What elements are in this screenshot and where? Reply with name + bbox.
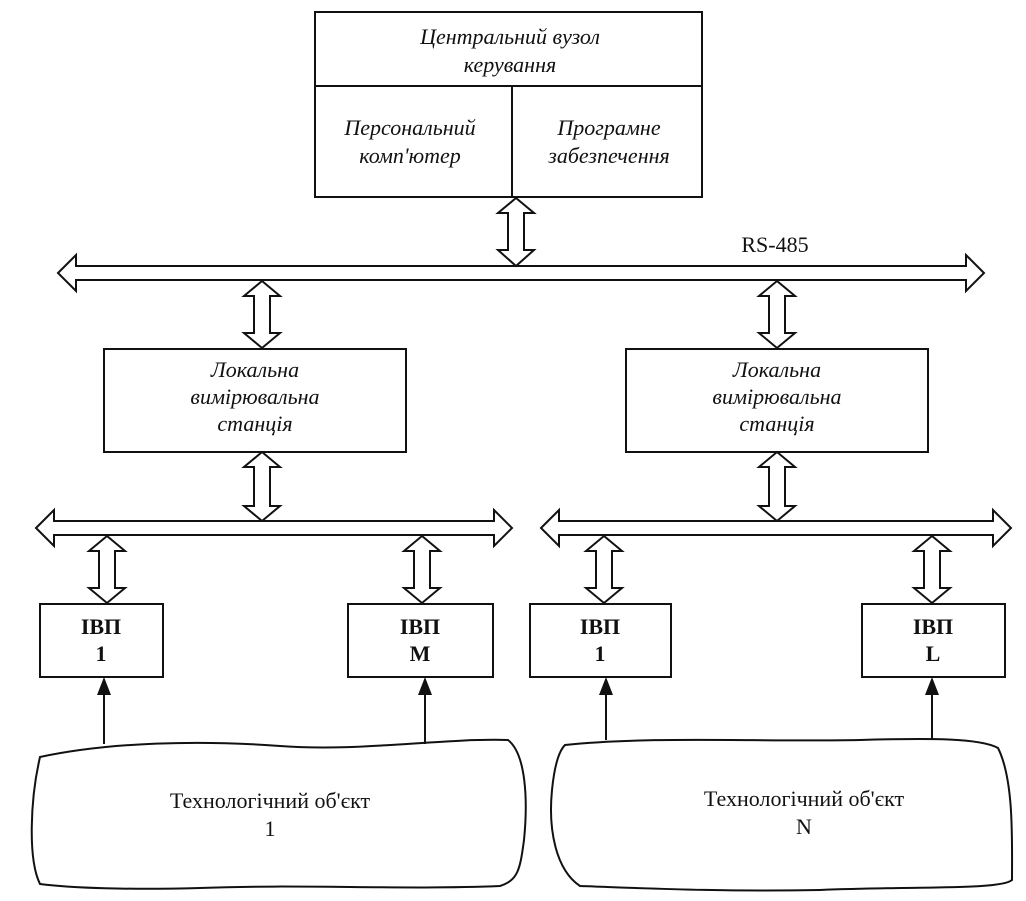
station2-bus-connector: [756, 279, 798, 350]
main-bus-rs485: [56, 252, 986, 294]
station1-line1: Локальна: [210, 357, 299, 382]
ivp2-line1: ІВП: [400, 614, 440, 639]
ivp3-line2: 1: [595, 641, 606, 666]
station2-localbus-connector: [756, 450, 798, 523]
ivp3-line1: ІВП: [580, 614, 620, 639]
station2-line1: Локальна: [732, 357, 821, 382]
ivp4-connector: [911, 534, 953, 605]
object1-line1: Технологічний об'єкт: [170, 788, 371, 813]
central-title-line1: Центральний вузол: [419, 24, 600, 49]
station1-line2: вимірювальна: [190, 384, 319, 409]
central-bus-connector: [495, 196, 537, 268]
object2-line2: N: [796, 814, 812, 839]
local-bus-1: [34, 507, 514, 549]
ivp-box-1-second: [529, 603, 672, 678]
ivp4-line2: L: [926, 641, 941, 666]
ivp2-connector: [401, 534, 443, 605]
ivp-box-1: [39, 603, 164, 678]
central-node-box: [314, 11, 703, 198]
ivp2-line2: M: [410, 641, 431, 666]
ivp3-connector: [583, 534, 625, 605]
ivp-box-l: [861, 603, 1006, 678]
ivp-box-m: [347, 603, 494, 678]
tech-object-1: [30, 738, 527, 890]
ivp4-line1: ІВП: [913, 614, 953, 639]
bus-label: RS-485: [741, 232, 808, 257]
software-label-line1: Програмне: [556, 115, 660, 140]
object1-line2: 1: [265, 816, 276, 841]
station2-line3: станція: [739, 411, 814, 436]
sensor-arrows: [103, 690, 933, 744]
tech-object-2: [550, 737, 1014, 892]
sensor-arrowheads: [97, 677, 939, 695]
pc-label-line2: комп'ютер: [359, 143, 461, 168]
object2-line1: Технологічний об'єкт: [704, 786, 905, 811]
ivp1-line1: ІВП: [81, 614, 121, 639]
ivp1-connector: [86, 534, 128, 605]
central-node: [314, 11, 703, 198]
local-bus-2: [539, 507, 1013, 549]
station1-line3: станція: [217, 411, 292, 436]
local-station-2: [625, 348, 929, 453]
local-station-1: [103, 348, 407, 453]
station2-line2: вимірювальна: [712, 384, 841, 409]
pc-label-line1: Персональний: [343, 115, 475, 140]
central-title-line2: керування: [464, 52, 556, 77]
software-label-line2: забезпечення: [547, 143, 670, 168]
station1-localbus-connector: [241, 450, 283, 523]
station1-bus-connector: [241, 279, 283, 350]
ivp1-line2: 1: [96, 641, 107, 666]
